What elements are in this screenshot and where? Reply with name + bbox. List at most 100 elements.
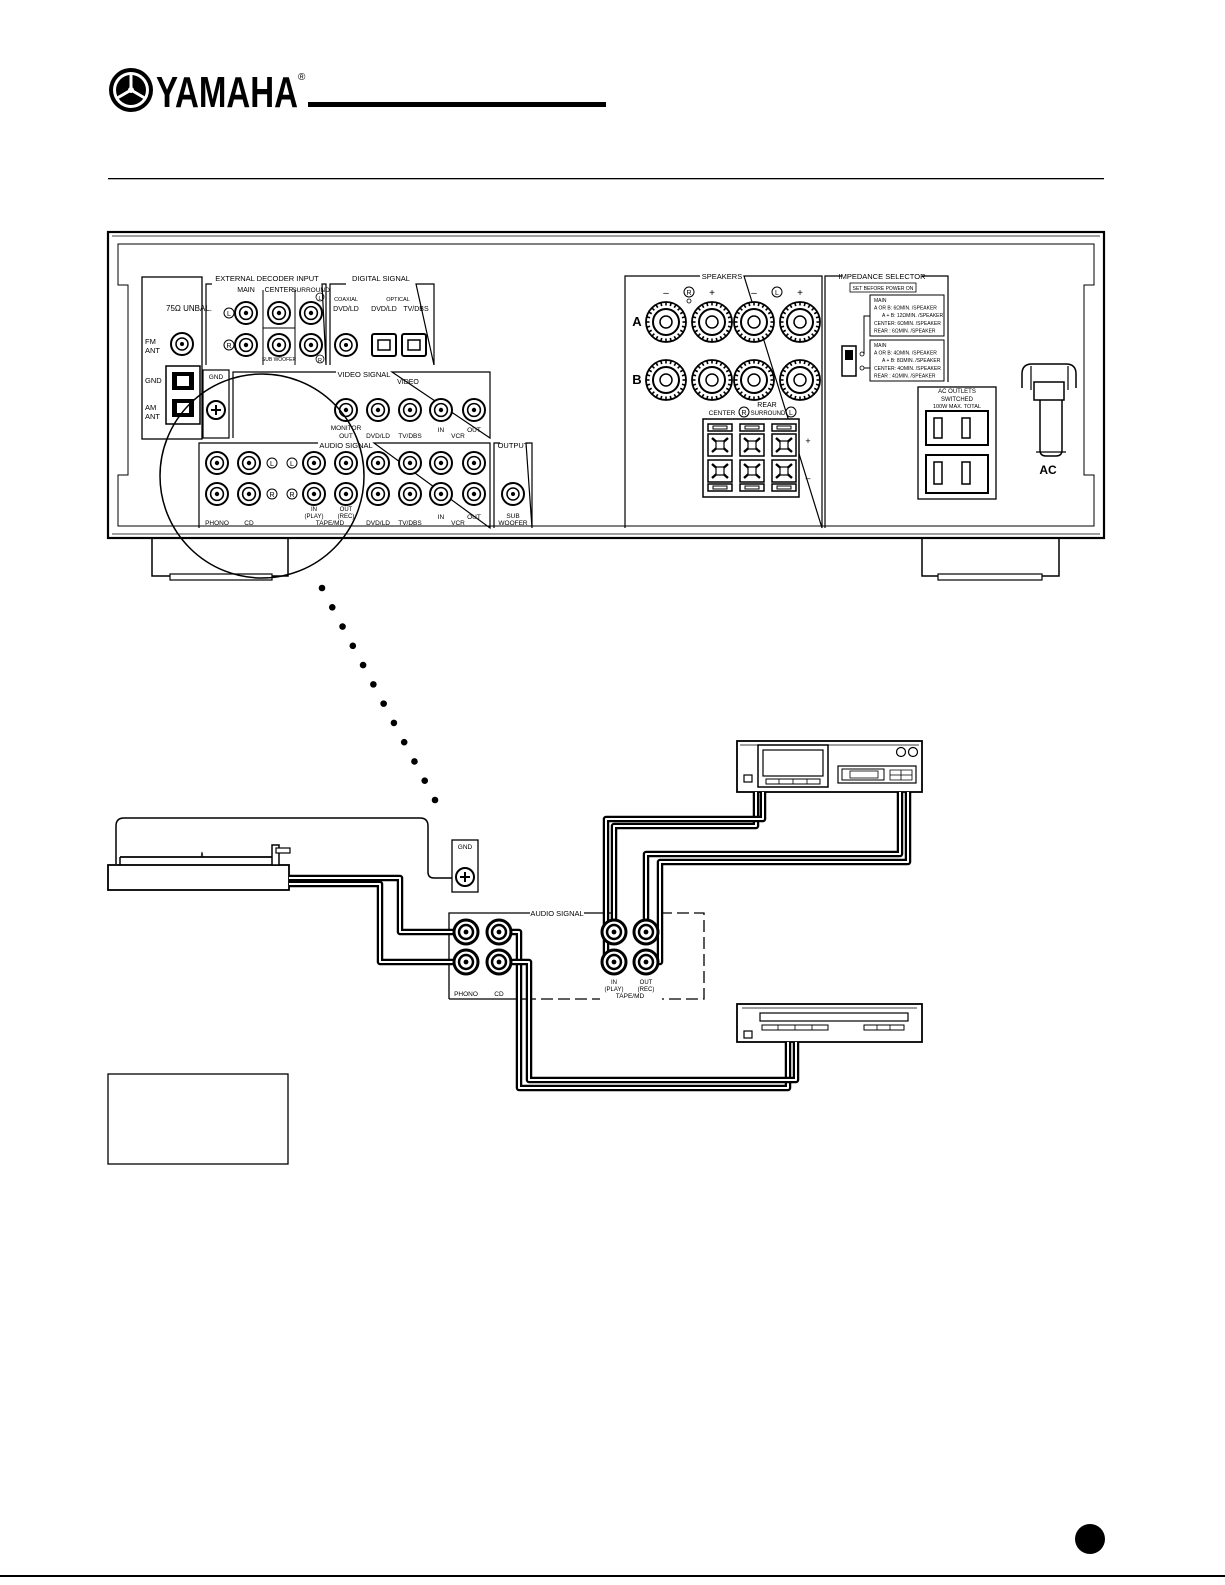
audio-jack-right[interactable] [366, 482, 390, 506]
speaker-binding-post[interactable] [733, 359, 775, 401]
svg-text:R: R [269, 492, 274, 499]
audio-jack-left[interactable] [237, 451, 261, 475]
speaker-binding-post[interactable] [691, 359, 733, 401]
spring-clip-terminal[interactable] [707, 483, 733, 492]
svg-text:AUDIO SIGNAL: AUDIO SIGNAL [530, 909, 583, 918]
spring-clip-terminal[interactable] [707, 423, 733, 432]
spring-clip-terminal[interactable] [739, 483, 765, 492]
video-jack[interactable] [334, 398, 358, 422]
decoder-input-jack[interactable] [234, 301, 258, 325]
detail-rca-jack[interactable] [452, 918, 480, 946]
svg-text:CENTER: CENTER [265, 287, 294, 294]
detail-rca-jack[interactable] [600, 918, 628, 946]
optical-tv-jack[interactable] [401, 333, 427, 357]
yamaha-tuning-fork-icon [109, 68, 153, 112]
detail-rca-jack[interactable] [632, 948, 660, 976]
impedance-selector-switch[interactable] [841, 345, 857, 377]
audio-jack-right[interactable] [398, 482, 422, 506]
svg-text:OUTPUT: OUTPUT [498, 441, 529, 450]
video-jack[interactable] [462, 398, 486, 422]
audio-jack-left[interactable] [429, 451, 453, 475]
phono-cable-left [289, 874, 466, 936]
audio-jack-right[interactable] [334, 482, 358, 506]
decoder-input-jack[interactable] [267, 301, 291, 325]
spring-clip-terminal[interactable] [771, 433, 797, 457]
audio-jack-left[interactable] [366, 451, 390, 475]
gnd-screw-icon[interactable] [206, 400, 226, 420]
detail-gnd-screw-icon[interactable] [455, 867, 475, 887]
svg-text:GND: GND [209, 374, 224, 381]
speaker-binding-post[interactable] [733, 301, 775, 343]
video-jacks [334, 398, 486, 422]
optical-dvd-jack[interactable] [371, 333, 397, 357]
leader-dot [380, 700, 387, 707]
subwoofer-output-jack[interactable] [501, 482, 525, 506]
audio-jack-left[interactable] [205, 451, 229, 475]
audio-jack-right[interactable] [462, 482, 486, 506]
detail-rca-jack[interactable] [485, 948, 513, 976]
audio-jack-left[interactable] [398, 451, 422, 475]
ac-outlet-upper[interactable] [925, 410, 989, 446]
audio-jacks [205, 451, 486, 506]
svg-text:TV/DBS: TV/DBS [403, 306, 429, 313]
spring-clip-terminal[interactable] [707, 433, 733, 457]
audio-jack-left[interactable] [462, 451, 486, 475]
spring-clip-terminal[interactable] [771, 483, 797, 492]
spring-clip-terminal[interactable] [771, 423, 797, 432]
audio-jack-right[interactable] [237, 482, 261, 506]
audio-jack-right[interactable] [205, 482, 229, 506]
svg-text:CD: CD [494, 991, 504, 998]
svg-text:VCR: VCR [451, 520, 465, 527]
speaker-binding-post[interactable] [691, 301, 733, 343]
impedance-spec-line: REAR : 6ΩMIN. /SPEAKER [874, 328, 936, 334]
ac-power-cord: AC [1021, 363, 1077, 477]
page-header: YAMAHA ® [108, 68, 1104, 180]
phono-cable-right [289, 880, 466, 966]
audio-jack-left[interactable] [302, 451, 326, 475]
decoder-input-jack[interactable] [299, 301, 323, 325]
audio-jack-right[interactable] [429, 482, 453, 506]
speaker-binding-post[interactable] [779, 359, 821, 401]
svg-text:SUB: SUB [506, 513, 519, 520]
svg-text:SPEAKERS: SPEAKERS [702, 272, 742, 281]
audio-jack-right[interactable] [302, 482, 326, 506]
fm-antenna-jack[interactable] [170, 332, 194, 356]
spring-clip-terminal[interactable] [707, 459, 733, 483]
impedance-spec-line: CENTER: 6ΩMIN. /SPEAKER [874, 321, 941, 327]
video-jack[interactable] [366, 398, 390, 422]
svg-text:OUT: OUT [339, 433, 353, 440]
svg-text:ANT: ANT [145, 412, 160, 421]
decoder-input-jack[interactable] [267, 333, 291, 357]
svg-text:PHONO: PHONO [205, 520, 229, 527]
svg-text:COAXIAL: COAXIAL [334, 297, 358, 303]
leader-dot [411, 758, 418, 765]
svg-text:CD: CD [244, 520, 254, 527]
svg-text:–: – [805, 473, 810, 483]
detail-rca-jack[interactable] [600, 948, 628, 976]
spring-clip-terminal[interactable] [739, 459, 765, 483]
spring-clip-terminal[interactable] [771, 459, 797, 483]
detail-rca-jack[interactable] [632, 918, 660, 946]
ac-outlet-lower[interactable] [925, 454, 989, 494]
speaker-binding-post[interactable] [645, 301, 687, 343]
speaker-binding-post[interactable] [779, 301, 821, 343]
audio-jack-left[interactable] [334, 451, 358, 475]
speaker-binding-post[interactable] [645, 359, 687, 401]
video-jack[interactable] [429, 398, 453, 422]
video-jack[interactable] [398, 398, 422, 422]
spring-clip-terminal[interactable] [739, 433, 765, 457]
svg-text:IN: IN [311, 507, 317, 513]
coaxial-digital-jack[interactable] [334, 333, 358, 357]
svg-text:–: – [663, 288, 669, 299]
detail-rca-jack[interactable] [452, 948, 480, 976]
detail-rca-jack[interactable] [485, 918, 513, 946]
decoder-input-jack[interactable] [299, 333, 323, 357]
decoder-input-jack[interactable] [234, 333, 258, 357]
svg-text:MAIN: MAIN [237, 287, 255, 294]
speakers-section: SPEAKERS – + – + R L A B REAR CENTER R S… [624, 272, 823, 529]
gnd-terminal-section: GND [202, 369, 230, 439]
am-antenna-terminals[interactable] [165, 365, 201, 425]
spring-clip-terminal[interactable] [739, 423, 765, 432]
svg-text:ANT: ANT [145, 346, 160, 355]
